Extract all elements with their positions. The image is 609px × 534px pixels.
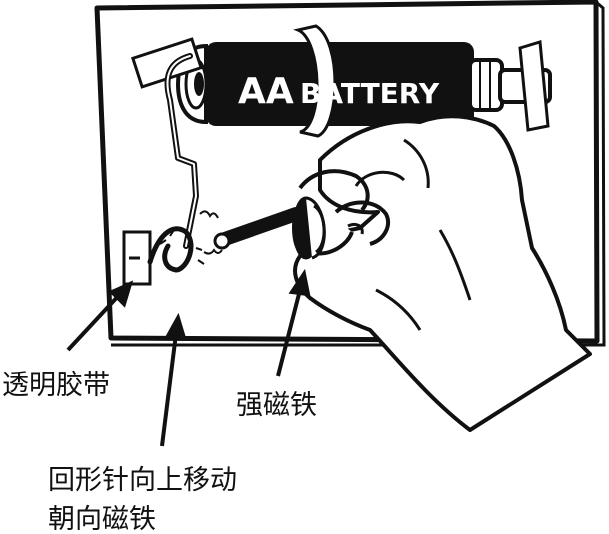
paperclip-label-line1: 回形针向上移动 — [48, 465, 237, 496]
battery-size-text: AA — [238, 71, 294, 112]
paperclip-label-line2: 朝向磁铁 — [48, 504, 156, 534]
strong-magnet — [292, 198, 324, 258]
arrow-paperclip — [162, 334, 176, 446]
battery-brand-text: BATTERY — [300, 77, 440, 110]
tape-strip — [124, 232, 150, 284]
tape-label: 透明胶带 — [2, 370, 110, 401]
magnet-label: 强磁铁 — [236, 390, 317, 421]
